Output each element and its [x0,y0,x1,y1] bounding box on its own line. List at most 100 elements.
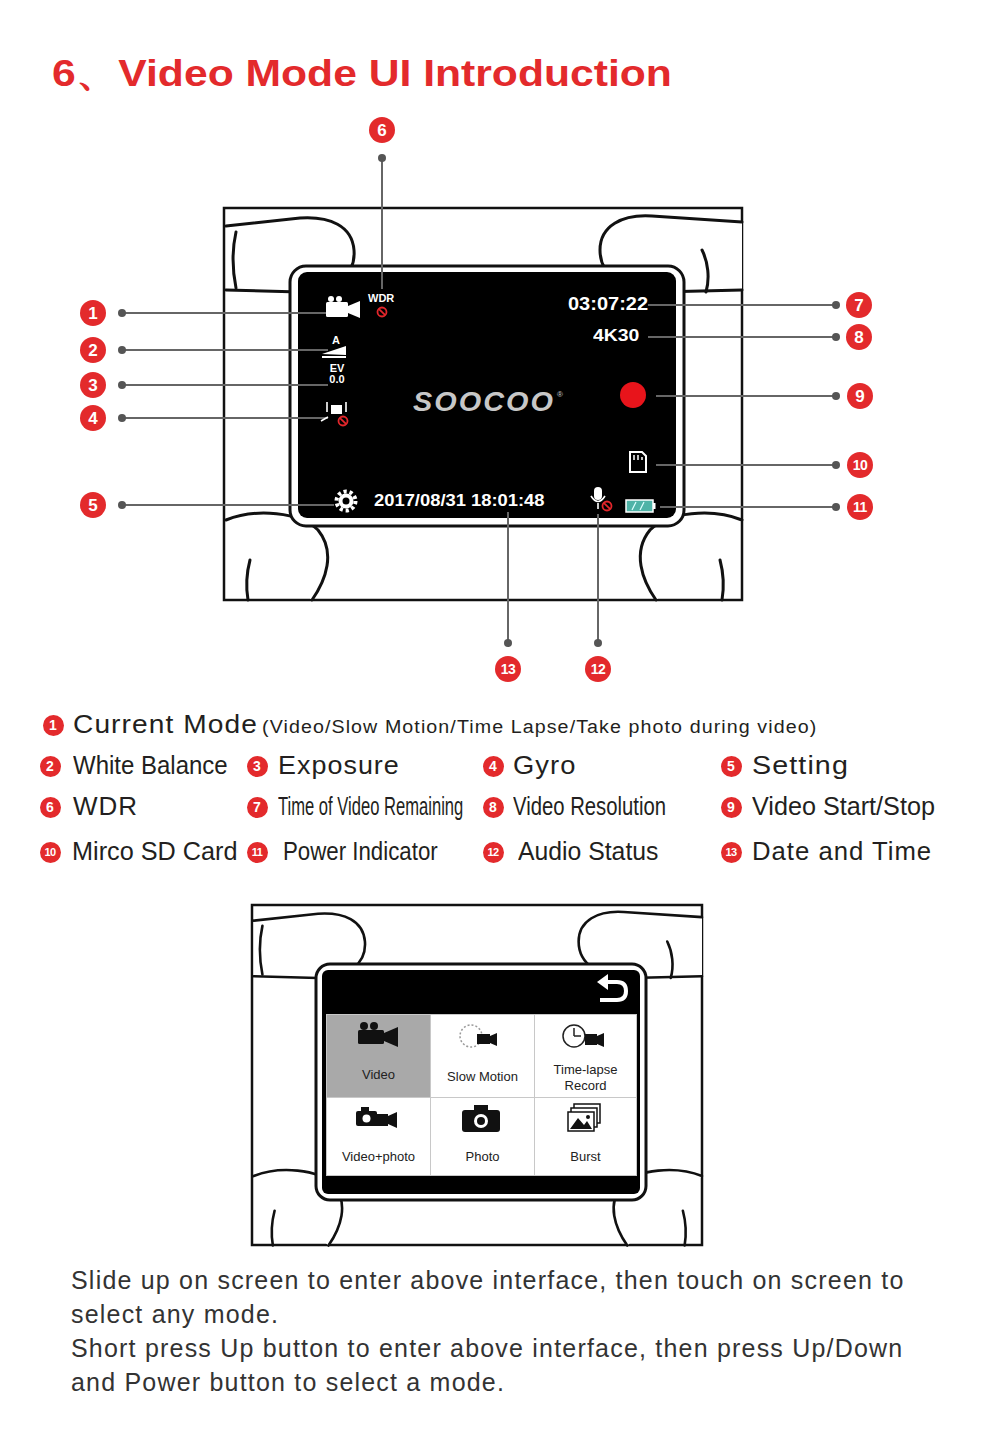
time-lapse-icon [597,1033,604,1047]
legend-text: (Video/Slow Motion/Time Lapse/Take photo… [262,717,817,739]
slow-motion-icon [460,1025,497,1047]
wdr-off-icon [378,308,387,317]
mode-cell: Video [327,1015,430,1097]
video-mode-icon [336,296,342,302]
battery-icon [653,503,656,509]
leader-dot [832,333,840,341]
audio-icon [594,487,602,500]
page-title: 6、Video Mode UI Introduction [52,52,672,96]
record-button [620,382,646,408]
audio-off-icon [603,502,612,511]
legend-number: 4 [483,756,504,777]
mode-label: Slow Motion [447,1069,518,1085]
instruction-text: Slide up on screen to enter above interf… [71,1263,946,1331]
video-mode-icon [326,302,348,317]
sd-card-icon [630,452,646,472]
legend-text: Current Mode [73,709,258,740]
photo-icon [462,1105,500,1132]
screen-text: SOOCOO [413,385,555,419]
callout-number: 9 [847,383,873,409]
video-photo-icon [374,1114,388,1126]
settings-gear-icon [337,492,356,511]
photo-icon [474,1114,488,1128]
legend-text: Time of Video Remaining [278,791,463,822]
screen-text: ® [557,390,563,400]
legend-number: 10 [40,842,61,863]
screen-text: EV 0.0 [326,363,348,385]
battery-icon [626,500,656,512]
mode-label: Time-lapse Record [538,1062,633,1094]
leader-line [381,158,383,289]
burst-icon [568,1112,594,1131]
white-balance-icon [322,346,346,358]
leader-line [507,512,509,643]
figure-frame [224,208,742,600]
leader-line [122,504,334,506]
leader-dot [118,381,126,389]
leader-line [648,304,836,306]
callout-number: 10 [847,452,873,478]
gyro-off-icon [339,417,348,426]
leader-dots [118,154,840,647]
legend-text: Audio Status [518,836,658,867]
grid-backing [326,1014,637,1176]
leader-dot [504,639,512,647]
video-photo-icon [356,1107,397,1128]
mode-label: Video+photo [342,1149,415,1165]
legend-text: Setting [752,750,849,781]
screen-text: 2017/08/31 18:01:48 [374,491,545,510]
leader-dot [832,301,840,309]
screen-text: 4K30 [593,326,639,345]
leader-line [597,514,599,643]
legend-number: 2 [40,756,61,777]
leader-line [122,312,330,314]
battery-icon [632,502,644,510]
settings-gear-icon [343,498,350,505]
legend-number: 13 [721,842,742,863]
video-icon [384,1027,398,1047]
settings-gear-icon [337,492,356,511]
time-lapse-icon [574,1028,581,1036]
sd-card-icon [634,455,642,460]
legend-text: Gyro [513,750,576,781]
settings-gear-icon [339,494,354,509]
mode-cell: Video+photo [327,1098,430,1175]
callout-number: 3 [80,372,106,398]
photo-icon [462,1110,500,1132]
return-icon [597,974,626,1000]
return-icon [597,974,608,990]
callout-number: 11 [847,494,873,520]
hands-drawing [226,216,742,600]
mode-cell: Time-lapse Record [535,1015,636,1097]
screen-text: 03:07:22 [568,294,648,316]
callout-number: 5 [80,492,106,518]
hands-drawing [254,912,702,1246]
mode-label: Video [362,1067,395,1083]
callout-number: 13 [495,656,521,682]
leader-dot [118,309,126,317]
burst-icon [568,1104,600,1131]
video-photo-icon [356,1111,377,1126]
legend-text: Exposure [278,750,400,781]
leader-line [122,349,328,351]
leader-dot [594,639,602,647]
video-icon [358,1022,398,1047]
legend-number: 9 [721,797,742,818]
video-mode-icon [328,296,334,302]
legend-text: Date and Time [752,836,932,867]
camera-bezel [316,964,646,1200]
video-icon [370,1022,378,1030]
mode-label: Burst [570,1149,600,1165]
legend-number: 8 [483,797,504,818]
legend-text: Mirco SD Card [72,836,237,867]
burst-icon [570,1118,592,1129]
white-balance-icon [322,356,346,358]
leader-line [122,417,328,419]
leader-dot [118,501,126,509]
leader-dot [378,154,386,162]
slow-motion-icon [477,1034,490,1044]
leader-line [656,395,836,397]
legend-number: 7 [247,797,268,818]
